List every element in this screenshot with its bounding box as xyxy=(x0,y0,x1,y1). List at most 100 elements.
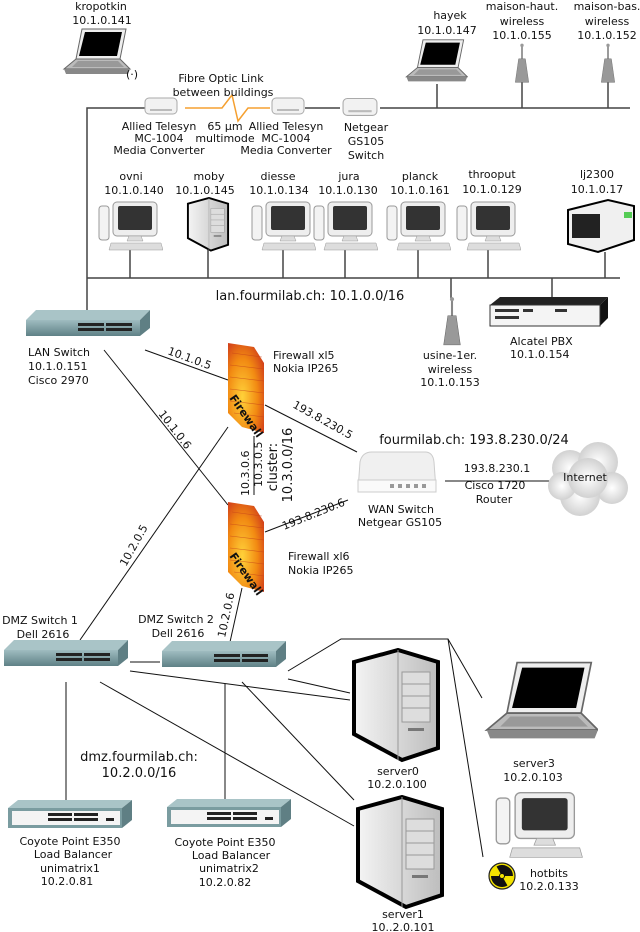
dmz-subnet-label: dmz.fourmilab.ch:10.2.0.0/16 xyxy=(80,750,198,781)
hostname: unimatrix1 xyxy=(40,862,100,875)
maison-haut-antenna-icon[interactable] xyxy=(514,42,530,84)
media-converter-2-icon[interactable] xyxy=(271,97,305,115)
model: Dell 2616 xyxy=(17,628,70,641)
dmz-switch-2-icon[interactable] xyxy=(162,641,286,667)
type: Switch xyxy=(348,149,384,162)
model: Coyote Point E350 xyxy=(20,835,121,848)
model: MC-1004 xyxy=(261,132,310,145)
workstation-drops xyxy=(129,250,606,298)
moby-server-icon[interactable] xyxy=(186,197,230,252)
netgear-switch-icon[interactable] xyxy=(342,97,378,116)
throoput-computer-icon[interactable] xyxy=(456,201,521,251)
type: Load Balancer xyxy=(34,848,113,861)
model: MC-1004 xyxy=(134,132,183,145)
ip-address: 10..2.0.101 xyxy=(372,921,435,932)
internet-cloud-icon[interactable] xyxy=(548,442,628,516)
hostname: diesse xyxy=(260,170,295,183)
type: Router xyxy=(476,493,513,506)
lb2-load-balancer-icon[interactable] xyxy=(167,799,291,827)
fiber-title-line: between buildings xyxy=(173,86,274,99)
wan-switch-icon[interactable] xyxy=(357,451,437,493)
dmz-domain: dmz.fourmilab.ch: xyxy=(80,750,198,765)
type: wireless xyxy=(500,15,545,28)
model: GS105 xyxy=(348,135,385,148)
hayek-label: hayek 10.1.0.147 xyxy=(417,9,476,37)
device-name: WAN Switch xyxy=(368,503,434,516)
vendor: Allied Telesyn xyxy=(122,120,197,133)
radiation-icon xyxy=(488,862,516,890)
hostname: hayek xyxy=(433,9,467,22)
firewall-links xyxy=(79,349,550,643)
wires xyxy=(65,78,630,858)
ip-address: 10.2.0.133 xyxy=(519,880,578,893)
maison-bas-antenna-icon[interactable] xyxy=(600,42,616,84)
planck-computer-icon[interactable] xyxy=(386,201,451,251)
hostname: lj2300 xyxy=(580,168,614,181)
type: Media Converter xyxy=(240,144,332,157)
usine-antenna-icon[interactable] xyxy=(442,295,462,347)
hostname: server0 xyxy=(377,765,419,778)
hostname: kropotkin xyxy=(75,0,127,13)
dmz-subnet: 10.2.0.0/16 xyxy=(102,766,177,781)
ip-address: 10.1.0.153 xyxy=(420,376,479,389)
ovni-computer-icon[interactable] xyxy=(98,201,163,251)
hostname: planck xyxy=(402,170,439,183)
ip-address: 10.2.0.82 xyxy=(199,876,251,889)
server1-tower-icon[interactable] xyxy=(356,795,444,909)
hostname: maison-haut. xyxy=(486,0,558,13)
hotbits-computer-icon[interactable] xyxy=(495,791,584,859)
lb1-load-balancer-icon[interactable] xyxy=(8,800,132,828)
dmz-links xyxy=(65,638,484,858)
jura-computer-icon[interactable] xyxy=(313,201,378,251)
alcatel-pbx-icon[interactable] xyxy=(489,297,608,327)
ip-address: 10.1.0.140 xyxy=(104,184,163,197)
model: Dell 2616 xyxy=(152,627,205,640)
ip-address: 10.2.0.100 xyxy=(367,778,426,791)
device-name: DMZ Switch 1 xyxy=(2,614,78,627)
link-label-lan-fw6: 10.1.0.6 xyxy=(156,408,194,452)
ip-address: 10.2.0.81 xyxy=(41,875,93,888)
hostname: maison-bas. xyxy=(574,0,640,13)
type: wireless xyxy=(428,363,473,376)
kropotkin-laptop-icon[interactable] xyxy=(63,28,131,75)
ip-address: 10.1.0.130 xyxy=(318,184,377,197)
wireless-signal-icon: (·) xyxy=(126,68,138,81)
server3-laptop-icon[interactable] xyxy=(485,661,598,740)
wan-subnet-label: fourmilab.ch: 193.8.230.0/24 xyxy=(379,433,569,448)
lan-switch-icon[interactable] xyxy=(26,310,150,336)
dmz-switch-1-icon[interactable] xyxy=(4,640,128,666)
hostname: moby xyxy=(194,170,225,183)
ip-address: 10.2.0.103 xyxy=(503,771,562,784)
type: Load Balancer xyxy=(192,849,271,862)
ip-address: 10.1.0.154 xyxy=(510,348,569,361)
ip-address: 10.1.0.147 xyxy=(417,24,476,37)
device-name: Alcatel PBX xyxy=(510,335,573,348)
hostname: throoput xyxy=(468,168,516,181)
diesse-computer-icon[interactable] xyxy=(251,201,316,251)
hostname: usine-1er. xyxy=(423,349,477,362)
server0-tower-icon[interactable] xyxy=(352,648,440,762)
hayek-laptop-icon[interactable] xyxy=(405,39,468,82)
media-converter-1-icon[interactable] xyxy=(144,97,178,115)
lan-backbone-left xyxy=(86,107,145,278)
lj2300-printer-icon[interactable] xyxy=(567,198,635,254)
